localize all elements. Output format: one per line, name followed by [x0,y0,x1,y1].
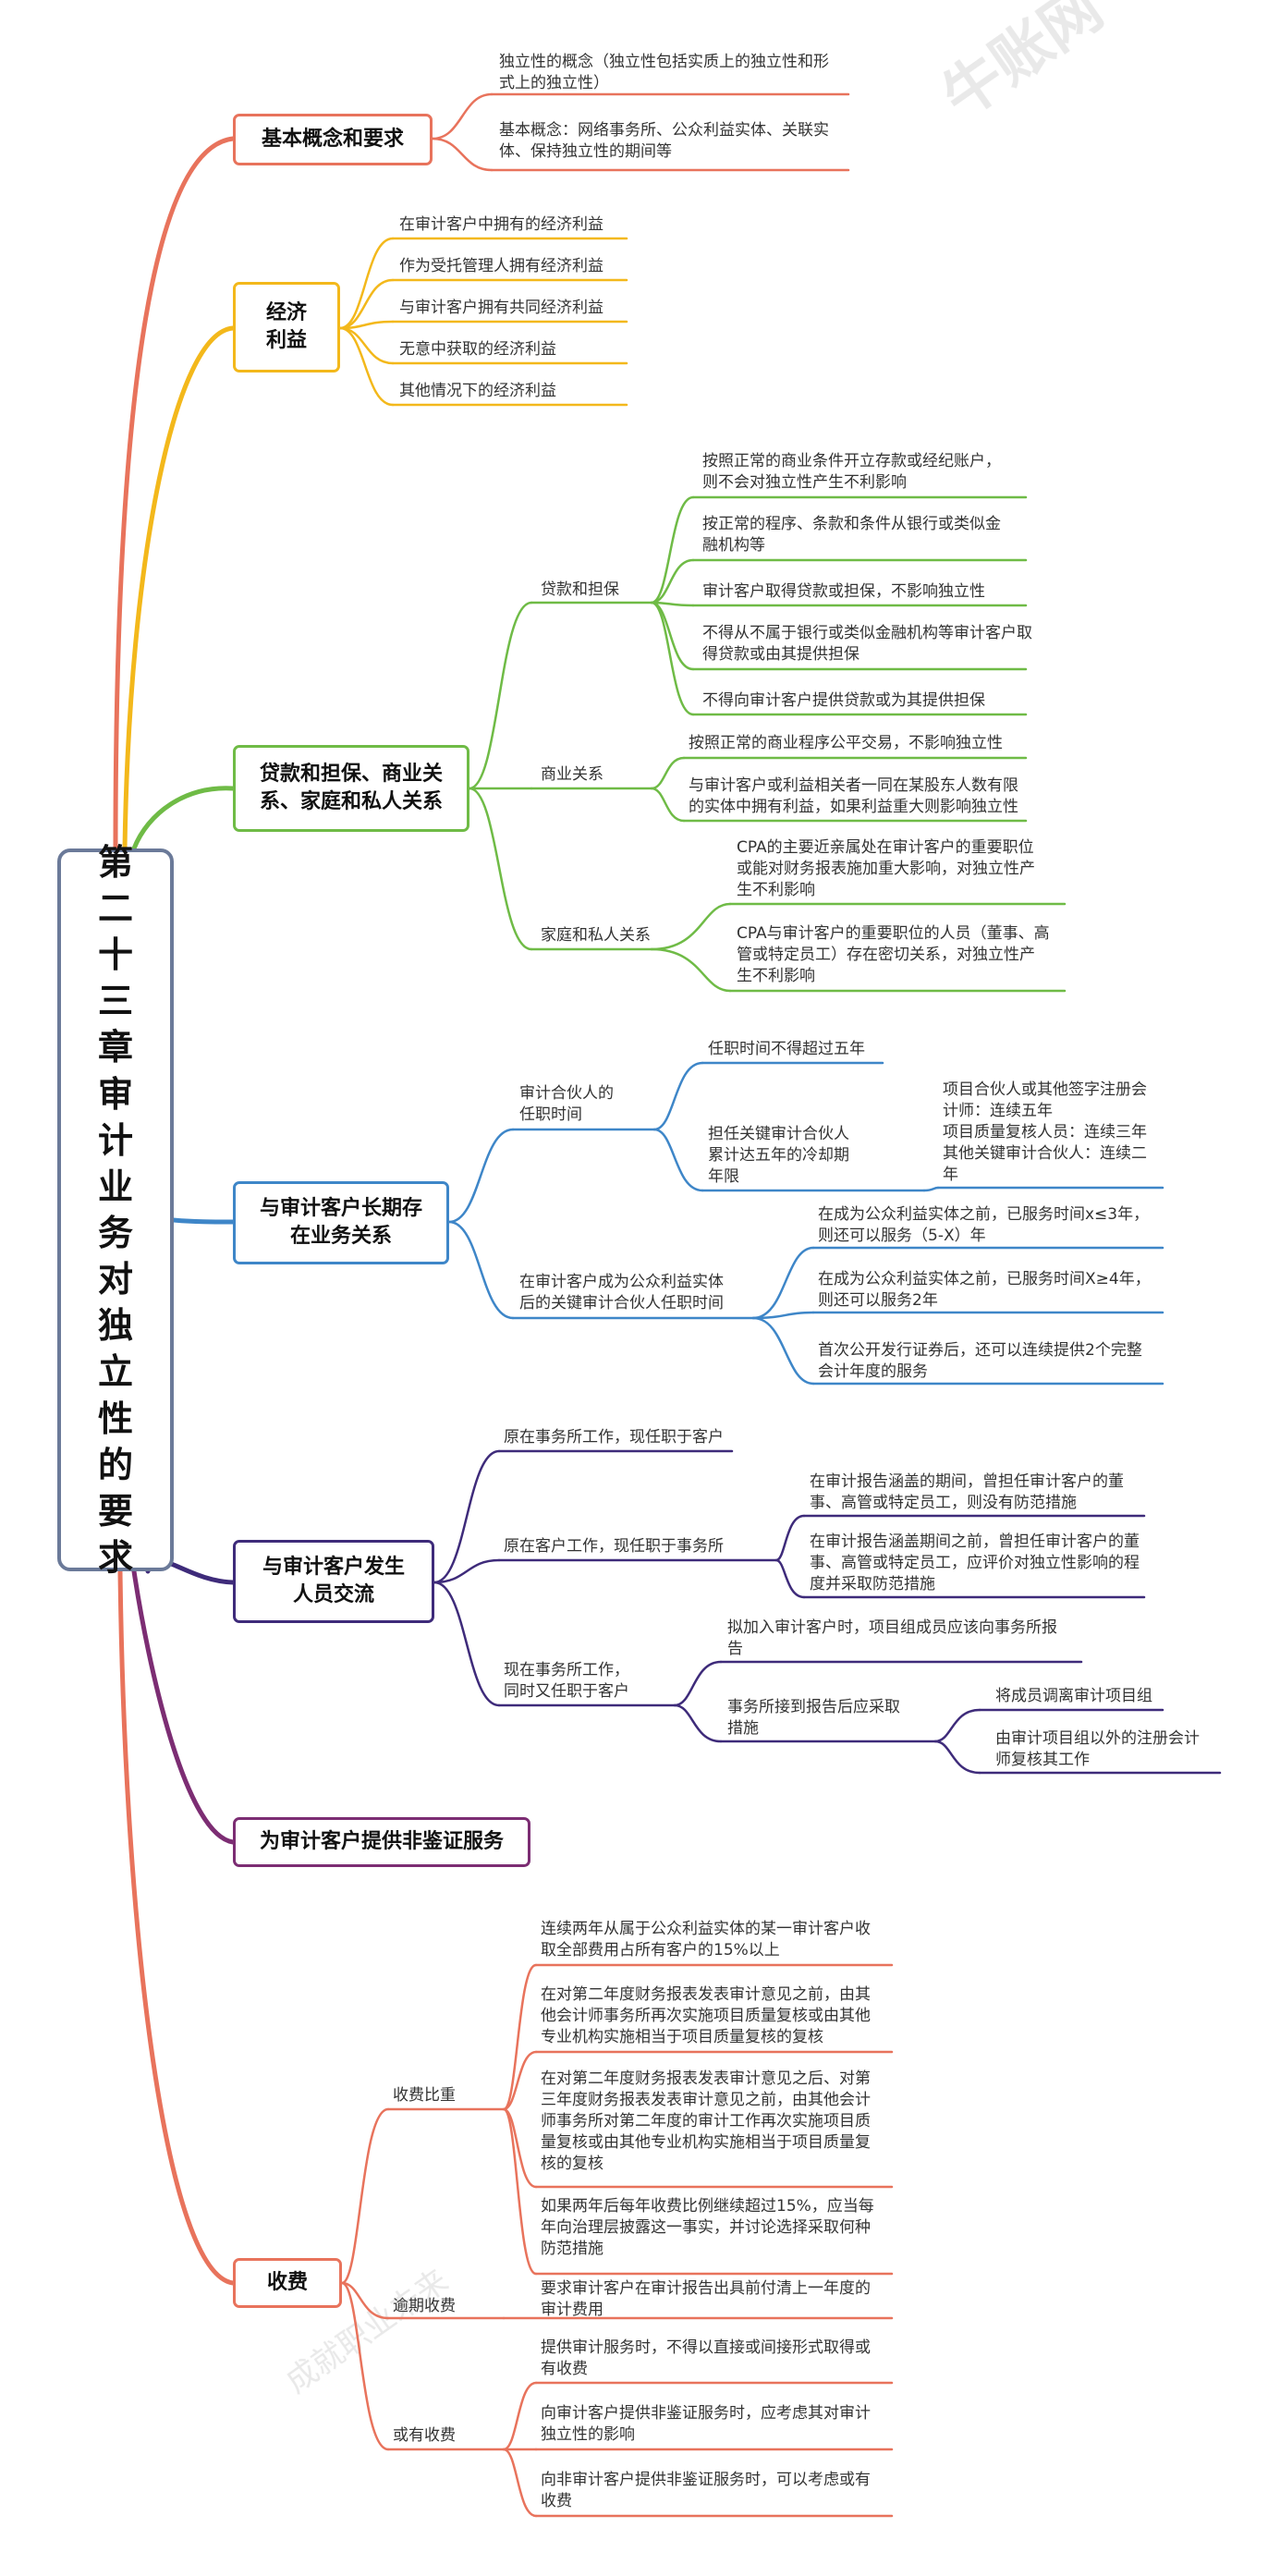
staff-sub-label: 原在事务所工作，现任职于客户 [504,1428,724,1447]
links-loan [468,495,1067,993]
staff-item: 在审计报告涵盖期间之前，曾担任审计客户的董 事、高管或特定员工，应评价对独立性影… [810,1532,1140,1593]
long-item-detail: 项目合伙人或其他签字注册会 计师：连续五年 项目质量复核人员：连续三年 其他关键… [943,1080,1147,1184]
loan-item: CPA的主要近亲属处在审计客户的重要职位 或能对财务报表施加重大影响，对独立性产… [737,838,1035,899]
trunk-long [171,1217,236,1225]
fee-item: 连续两年从属于公众利益实体的某一审计客户收 取全部费用占所有客户的15%以上 [541,1920,871,1959]
fee-item: 在对第二年度财务报表发表审计意见之后、对第 三年度财务报表发表审计意见之前，由其… [541,2069,871,2173]
watermark-brand: 牛账网 [931,0,1115,132]
long-item: 任职时间不得超过五年 [708,1040,865,1058]
topic-long[interactable]: 与审计客户长期存 在业务关系 [233,1181,449,1264]
topic-loan[interactable]: 贷款和担保、商业关 系、家庭和私人关系 [233,745,469,832]
long-item: 首次公开发行证券后，还可以连续提供2个完整 会计年度的服务 [818,1341,1142,1381]
links-econ [338,237,628,407]
econ-item: 作为受托管理人拥有经济利益 [399,257,603,275]
trunk-basic [113,136,236,851]
econ-item: 其他情况下的经济利益 [399,382,556,400]
topic-fee[interactable]: 收费 [233,2258,342,2308]
topic-staff[interactable]: 与审计客户发生 人员交流 [233,1540,434,1623]
staff-item: 在审计报告涵盖的期间，曾担任审计客户的董 事、高管或特定员工，则没有防范措施 [810,1472,1124,1512]
loan-item: CPA与审计客户的重要职位的人员（董事、高 管或特定员工）存在密切关系，对独立性… [737,924,1050,985]
topic-nonassure[interactable]: 为审计客户提供非鉴证服务 [233,1817,530,1867]
trunk-econ [122,325,236,851]
fee-item: 如果两年后每年收费比例继续超过15%，应当每 年向治理层披露这一事实，并讨论选择… [541,2197,874,2258]
root-node[interactable]: 第 二 十 三 章 审 计 业 务 对 独 立 性 的 要 求 [57,842,174,1578]
loan-sub-label: 家庭和私人关系 [541,926,651,945]
topic-basic[interactable]: 基本概念和要求 [233,114,433,165]
loan-item: 按照正常的商业条件开立存款或经纪账户， 则不会对独立性产生不利影响 [702,452,1001,492]
trunk-loan [131,786,236,851]
loan-item: 按正常的程序、条款和条件从银行或类似金 融机构等 [702,515,1001,555]
links-long [447,1061,1164,1386]
topic-econ[interactable]: 经济 利益 [233,282,340,372]
basic-item: 独立性的概念（独立性包括实质上的独立性和形 式上的独立性） [499,53,829,92]
links-fee [340,1963,894,2518]
fee-item: 要求审计客户在审计报告出具前付清上一年度的 审计费用 [541,2279,871,2319]
loan-item: 按照正常的商业程序公平交易，不影响独立性 [689,734,1003,752]
loan-sub-label: 商业关系 [541,765,603,784]
long-item: 在成为公众利益实体之前，已服务时间x≤3年， 则还可以服务（5-X）年 [818,1205,1150,1245]
econ-item: 在审计客户中拥有的经济利益 [399,215,603,234]
staff-item: 拟加入审计客户时，项目组成员应该向事务所报 告 [727,1618,1057,1658]
basic-item: 基本概念：网络事务所、公众利益实体、关联实 体、保持独立性的期间等 [499,121,829,161]
fee-sub-label: 收费比重 [393,2086,456,2105]
econ-item: 与审计客户拥有共同经济利益 [399,299,603,317]
staff-item: 事务所接到报告后应采取 措施 [727,1698,900,1738]
econ-item: 无意中获取的经济利益 [399,340,556,359]
staff-sub-label: 原在客户工作，现任职于事务所 [504,1537,724,1556]
fee-item: 提供审计服务时，不得以直接或间接形式取得或 有收费 [541,2338,871,2378]
loan-item: 不得向审计客户提供贷款或为其提供担保 [702,691,985,710]
root-title: 第 二 十 三 章 审 计 业 务 对 独 立 性 的 要 求 [97,841,133,1579]
fee-sub-label: 或有收费 [393,2426,456,2445]
fee-sub-label: 逾期收费 [393,2297,456,2315]
staff-item: 由审计项目组以外的注册会计 师复核其工作 [995,1729,1200,1769]
long-sub-label: 审计合伙人的 任职时间 [519,1084,614,1124]
loan-item: 与审计客户或利益相关者一同在某股东人数有限 的实体中拥有利益，如果利益重大则影响… [689,776,1018,816]
long-item: 在成为公众利益实体之前，已服务时间X≥4年， 则还可以服务2年 [818,1270,1151,1310]
staff-item: 将成员调离审计项目组 [995,1687,1152,1705]
fee-item: 在对第二年度财务报表发表审计意见之前，由其 他会计师事务所再次实施项目质量复核或… [541,1985,871,2046]
trunk-nonassure [131,1569,236,1845]
links-staff [433,1449,1222,1775]
loan-item: 审计客户取得贷款或担保，不影响独立性 [702,582,985,601]
links-basic [431,92,850,172]
trunk-fee [117,1569,236,2286]
loan-item: 不得从不属于银行或类似金融机构等审计客户取 得贷款或由其提供担保 [702,624,1032,664]
loan-sub-label: 贷款和担保 [541,580,619,599]
fee-item: 向非审计客户提供非鉴证服务时，可以考虑或有 收费 [541,2471,871,2510]
fee-item: 向审计客户提供非鉴证服务时，应考虑其对审计 独立性的影响 [541,2404,871,2444]
long-item: 担任关键审计合伙人 累计达五年的冷却期 年限 [708,1125,849,1186]
staff-sub-label: 现在事务所工作， 同时又任职于客户 [504,1661,629,1701]
long-sub-label: 在审计客户成为公众利益实体 后的关键审计合伙人任职时间 [519,1273,724,1312]
